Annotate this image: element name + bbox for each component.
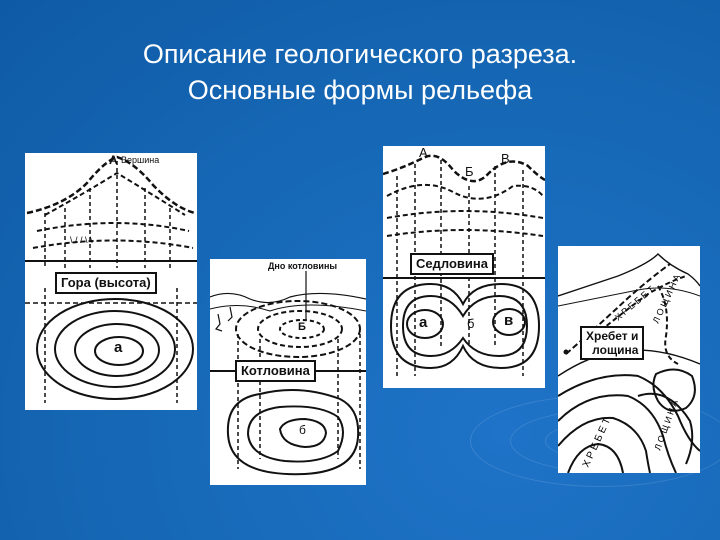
ridge-figure: Х Р Е Б Е Т Л О Щ И Н А Х Р Е Б Е Т Л О … — [558, 246, 700, 473]
saddle-letter-b: Б — [465, 164, 474, 179]
title-line-2: Основные формы рельефа — [187, 75, 533, 105]
ridge-drawing: Х Р Е Б Е Т Л О Щ И Н А Х Р Е Б Е Т Л О … — [558, 253, 700, 473]
ridge-label-line-1: Хребет и — [586, 329, 639, 343]
peak-letter: А — [109, 153, 118, 167]
basin-center-letter: б — [299, 423, 306, 437]
basin-label: Котловина — [235, 360, 316, 382]
saddle-bottom-letter-v: в — [504, 312, 514, 329]
mountain-drawing: \ / / \ \ — [25, 155, 197, 403]
title-line-1: Описание геологического разреза. — [142, 39, 578, 69]
mountain-center-letter: а — [114, 339, 123, 356]
basin-section-letter: Б — [298, 321, 306, 333]
basin-bottom-note: Дно котловины — [268, 261, 338, 271]
peak-word: Вершина — [121, 155, 160, 165]
svg-text:Л О Щ И Н А: Л О Щ И Н А — [652, 399, 679, 452]
slide-title: Описание геологического разреза. Основны… — [0, 36, 720, 108]
saddle-bottom-letter-b: б — [467, 316, 475, 331]
ridge-label: Хребет и лощина — [580, 326, 645, 360]
ridge-label-line-2: лощина — [592, 343, 639, 357]
saddle-bottom-letter-a: а — [419, 314, 428, 331]
saddle-letter-a: А — [419, 146, 428, 160]
saddle-letter-v: В — [501, 151, 510, 166]
saddle-figure: А Б В Седловина а б в — [383, 146, 545, 388]
basin-figure: Дно котловины Б Котловина б — [210, 259, 366, 485]
mountain-label: Гора (высота) — [55, 272, 157, 294]
svg-text:\ / / \ \: \ / / \ \ — [70, 235, 93, 245]
saddle-label: Седловина — [410, 253, 494, 275]
svg-text:Х Р Е Б Е Т: Х Р Е Б Е Т — [613, 284, 657, 323]
mountain-figure: \ / / \ \ А Вершина Гора (высота) а — [25, 153, 197, 410]
